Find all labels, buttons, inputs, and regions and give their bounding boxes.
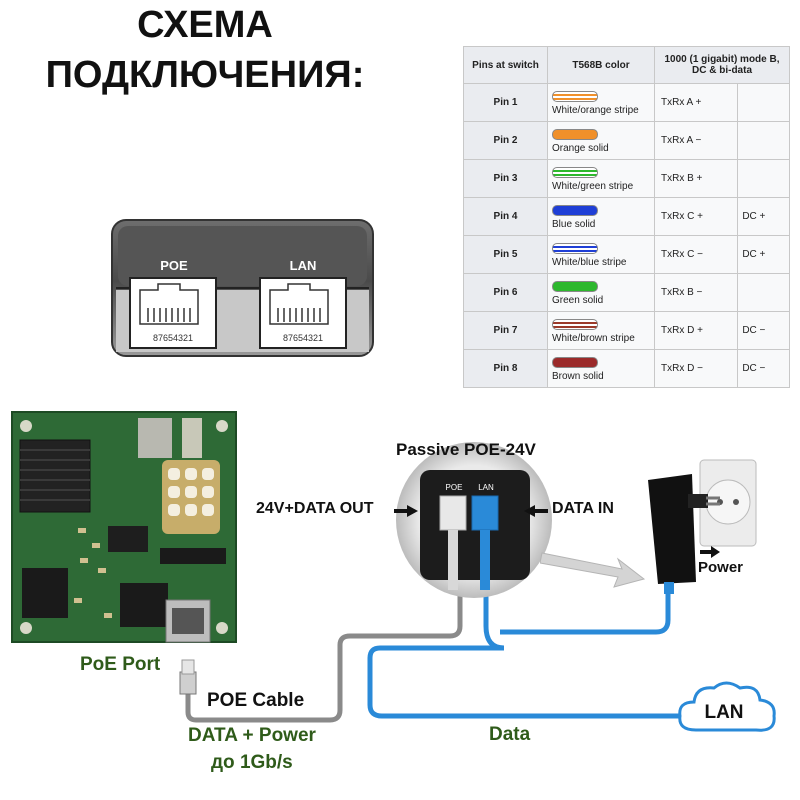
wire-swatch <box>552 280 598 292</box>
signal-cell: TxRx D + <box>653 311 739 350</box>
cable-sub-2: до 1Gb/s <box>211 752 293 773</box>
poe-cable <box>185 585 463 723</box>
signal-cell: TxRx C − <box>653 235 739 274</box>
poe-injector: POE LAN <box>396 442 552 598</box>
pin-cell: Pin 7 <box>463 311 548 350</box>
jack-left-pins: 87654321 <box>153 333 193 343</box>
color-cell: Green solid <box>547 273 655 312</box>
wire-swatch <box>552 318 598 330</box>
pin-cell: Pin 6 <box>463 273 548 312</box>
power-adapter <box>648 459 757 594</box>
in-label: DATA IN <box>552 500 614 517</box>
lan-cloud-label: LAN <box>704 702 743 723</box>
color-label: Orange solid <box>552 142 609 154</box>
data-cable <box>367 585 690 719</box>
out-label: 24V+DATA OUT <box>256 500 374 517</box>
jack-panel: POE LAN 87654321 87654321 <box>111 219 374 357</box>
arrow-in-icon <box>524 505 548 517</box>
signal-cell: TxRx A − <box>653 121 739 160</box>
pin-cell: Pin 8 <box>463 349 548 388</box>
color-cell: White/blue stripe <box>547 235 655 274</box>
header-color: T568B color <box>547 46 655 84</box>
signal-cell: TxRx B − <box>653 273 739 312</box>
poe-port-label: PoE Port <box>80 654 161 675</box>
jack-left-label: POE <box>160 258 188 273</box>
power-cable <box>500 590 671 635</box>
wire-swatch <box>552 166 598 178</box>
table-row: Pin 3 White/green stripe TxRx B + <box>463 159 790 198</box>
color-label: White/orange stripe <box>552 104 639 116</box>
injector-port-left: POE <box>446 483 463 492</box>
dc-cell: DC + <box>737 235 790 274</box>
dc-cell: DC − <box>737 311 790 350</box>
injector-port-right: LAN <box>478 483 494 492</box>
pointer-arrow <box>540 552 646 588</box>
color-label: Green solid <box>552 294 604 306</box>
cable-label: POE Cable <box>207 690 305 711</box>
color-label: White/blue stripe <box>552 256 627 268</box>
router-board <box>11 411 237 643</box>
cable-sub-1: DATA + Power <box>188 725 316 746</box>
color-label: White/green stripe <box>552 180 634 192</box>
wire-swatch <box>552 204 598 216</box>
color-cell: Blue solid <box>547 197 655 236</box>
lan-cloud: LAN <box>678 681 776 732</box>
table-row: Pin 5 White/blue stripe TxRx C −DC + <box>463 235 790 274</box>
signal-cell: TxRx D − <box>653 349 739 388</box>
color-label: Brown solid <box>552 370 604 382</box>
page-title: СХЕМА ПОДКЛЮЧЕНИЯ: <box>0 0 410 100</box>
table-row: Pin 6 Green solid TxRx B − <box>463 273 790 312</box>
color-label: White/brown stripe <box>552 332 635 344</box>
power-label: Power <box>698 559 744 576</box>
dc-cell <box>737 159 790 198</box>
dc-cell: DC + <box>737 197 790 236</box>
color-cell: Orange solid <box>547 121 655 160</box>
arrow-out-icon <box>394 505 418 517</box>
wire-swatch <box>552 356 598 368</box>
arrow-right-icon <box>700 546 720 558</box>
injector-title: Passive POE-24V <box>396 440 536 459</box>
wire-swatch <box>552 90 598 102</box>
table-header-row: Pins at switch T568B color 1000 (1 gigab… <box>463 46 790 84</box>
color-label: Blue solid <box>552 218 596 230</box>
signal-cell: TxRx A + <box>653 83 739 122</box>
jack-right-label: LAN <box>290 258 317 273</box>
signal-cell: TxRx C + <box>653 197 739 236</box>
header-pins: Pins at switch <box>463 46 548 84</box>
dc-cell <box>737 83 790 122</box>
pin-cell: Pin 5 <box>463 235 548 274</box>
dc-cell: DC − <box>737 349 790 388</box>
color-cell: White/green stripe <box>547 159 655 198</box>
dc-cell <box>737 273 790 312</box>
title-line-2: ПОДКЛЮЧЕНИЯ: <box>45 54 365 96</box>
rj45-port-right: 87654321 <box>259 277 347 349</box>
title-line-1: СХЕМА <box>137 4 273 46</box>
pinout-table: Pins at switch T568B color 1000 (1 gigab… <box>463 46 790 388</box>
header-mode: 1000 (1 gigabit) mode B, DC & bi-data <box>654 46 790 84</box>
signal-cell: TxRx B + <box>653 159 739 198</box>
wire-swatch <box>552 128 598 140</box>
data-label: Data <box>489 724 531 745</box>
wire-swatch <box>552 242 598 254</box>
table-row: Pin 8 Brown solid TxRx D −DC − <box>463 349 790 388</box>
jack-right-pins: 87654321 <box>283 333 323 343</box>
rj45-plug <box>179 671 197 695</box>
rj45-port-left: 87654321 <box>129 277 217 349</box>
color-cell: White/orange stripe <box>547 83 655 122</box>
pin-cell: Pin 3 <box>463 159 548 198</box>
